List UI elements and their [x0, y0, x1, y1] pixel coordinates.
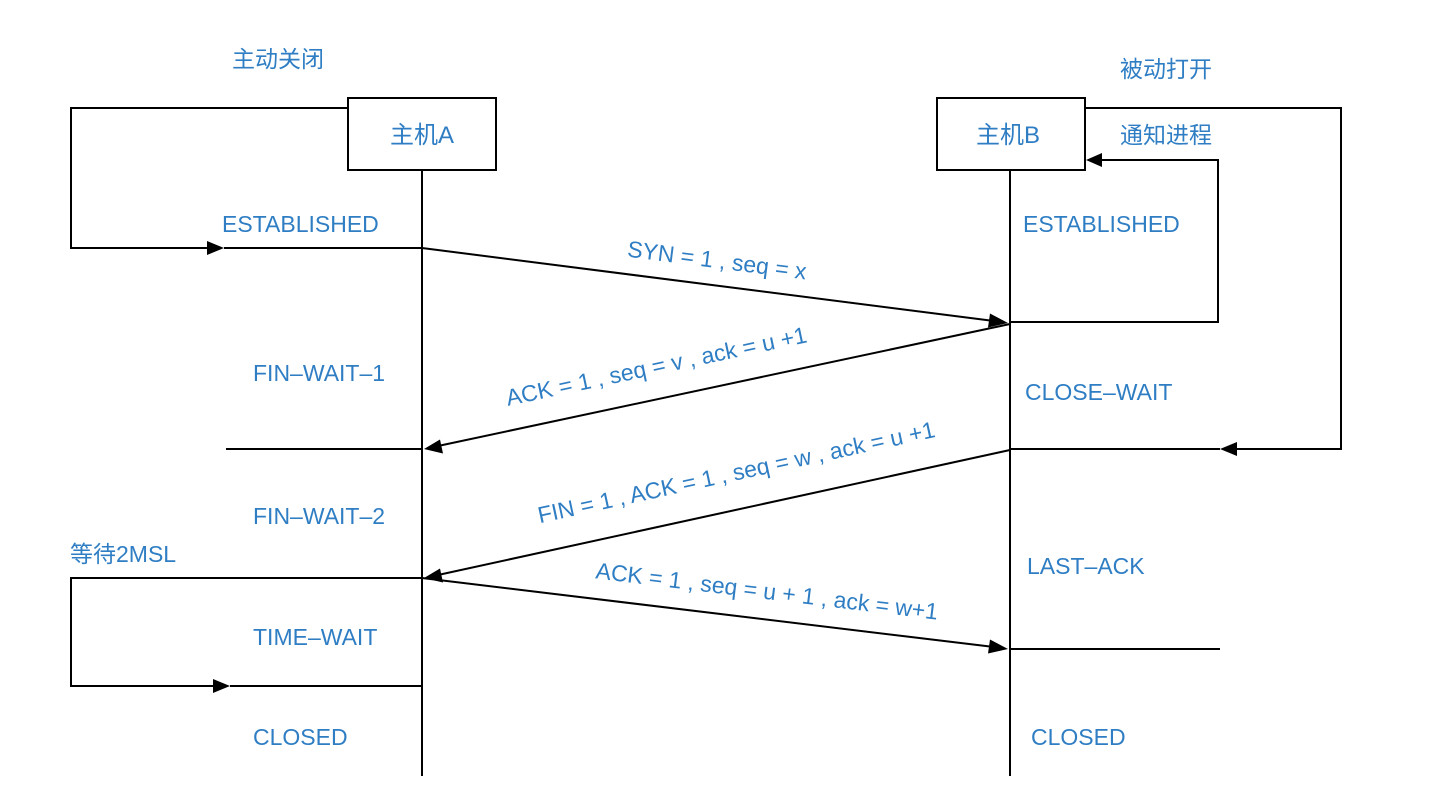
message-4-arrowhead: [988, 639, 1008, 654]
host-a-state-established: ESTABLISHED: [222, 211, 379, 237]
host-a-state-time-wait: TIME–WAIT: [253, 624, 377, 650]
host-a-label: 主机A: [390, 122, 454, 149]
host-b-state-closed: CLOSED: [1031, 724, 1126, 750]
host-a-state-fin-wait-2: FIN–WAIT–2: [253, 503, 385, 529]
host-b-state-established: ESTABLISHED: [1023, 211, 1180, 237]
active-close-arrowhead: [207, 241, 224, 255]
host-b-label: 主机B: [976, 122, 1040, 149]
message-1-arrow: [421, 247, 995, 322]
message-3-label: FIN = 1 , ACK = 1 , seq = w , ack = u +1: [535, 416, 937, 528]
passive-open-arrowhead: [1220, 442, 1237, 456]
wait-2msl-loop: [70, 577, 230, 687]
host-a-state-fin-wait-1: FIN–WAIT–1: [253, 360, 385, 386]
host-b-box: [936, 97, 1086, 171]
passive-open-loop: [1085, 107, 1342, 450]
notify-process-loop: [1010, 159, 1219, 323]
active-close-loop: [70, 107, 348, 249]
wait-2msl-note: 等待2MSL: [70, 541, 176, 567]
wait-2msl-arrowhead: [213, 679, 230, 693]
passive-open-note: 被动打开: [1120, 56, 1212, 82]
notify-process-note: 通知进程: [1120, 122, 1212, 148]
message-3-arrow: [437, 449, 1011, 576]
message-4-label: ACK = 1 , seq = u + 1 , ack = w+1: [594, 557, 939, 624]
active-close-note: 主动关闭: [232, 46, 324, 72]
message-2-label: ACK = 1 , seq = v , ack = u +1: [504, 322, 810, 411]
host-b-state-close-wait: CLOSE–WAIT: [1025, 379, 1172, 405]
message-1-arrowhead: [988, 313, 1008, 328]
notify-process-arrowhead: [1086, 153, 1102, 167]
message-2-arrow: [437, 323, 1011, 447]
host-a-box: [347, 97, 497, 171]
message-4-arrow: [421, 577, 995, 648]
message-2-arrowhead: [424, 439, 443, 454]
host-a-state-closed: CLOSED: [253, 724, 348, 750]
host-b-state-last-ack: LAST–ACK: [1027, 553, 1145, 579]
